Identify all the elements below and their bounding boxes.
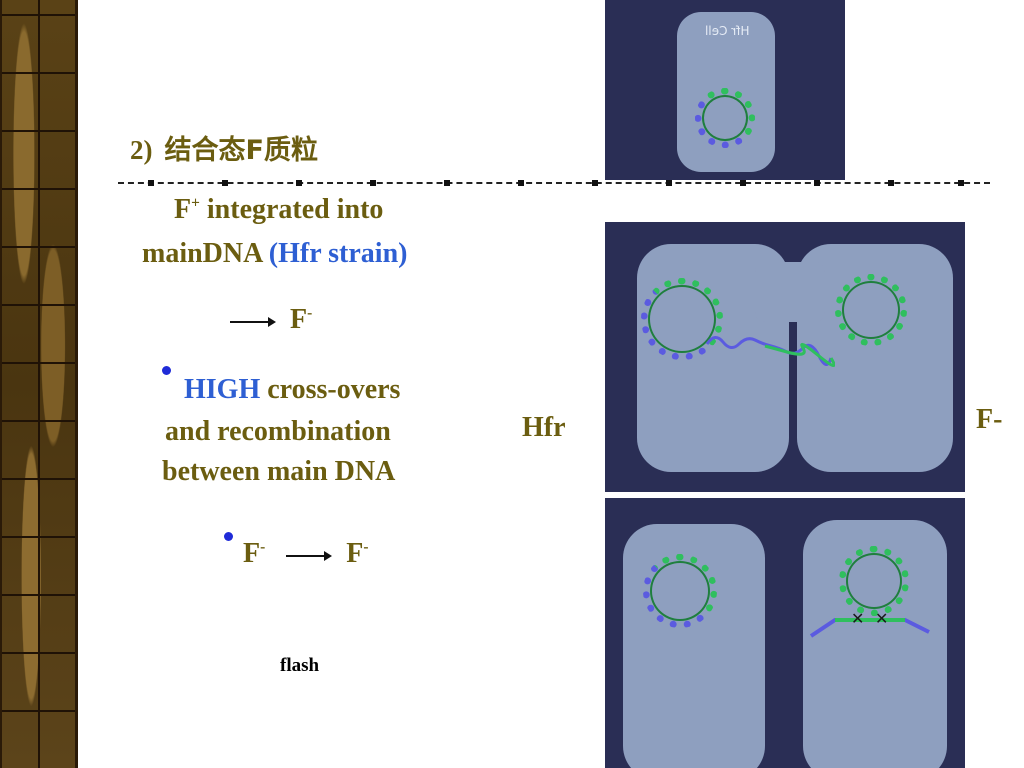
divider-dot <box>958 180 964 186</box>
bullet-icon <box>224 532 233 541</box>
right-arrow-icon <box>286 550 333 561</box>
divider-dot <box>814 180 820 186</box>
text-line-f-to-f: F- F- <box>243 538 369 570</box>
text-f-target-sup: - <box>307 304 313 322</box>
text-f-target: F <box>290 304 308 335</box>
chromosome-right-icon <box>839 546 909 616</box>
text-f-right: F <box>346 538 364 569</box>
panel-conjugation <box>605 222 965 492</box>
divider-dot <box>666 180 672 186</box>
label-f-minus: F- <box>976 404 1003 435</box>
flash-link[interactable]: flash <box>280 655 320 676</box>
divider-dot <box>592 180 598 186</box>
svg-text:✕: ✕ <box>851 609 864 628</box>
transferred-dna-icon <box>705 336 835 367</box>
divider-dot <box>888 180 894 186</box>
text-f-sup: + <box>191 194 200 212</box>
title-number: 2) <box>130 135 153 165</box>
text-maindna: mainDNA <box>142 238 269 269</box>
text-f: F <box>174 194 192 225</box>
donor-chromosome-icon <box>641 278 723 360</box>
text-between-main-dna: between main DNA <box>162 456 396 487</box>
text-line-high: HIGH cross-overs <box>184 374 400 406</box>
chromosome-left-icon <box>643 554 717 628</box>
slide-title: 2) 结合态F质粒 <box>130 128 318 167</box>
text-line-integrated: F+ integrated into <box>174 194 383 226</box>
divider-dot <box>518 180 524 186</box>
divider-dot <box>222 180 228 186</box>
divider-dot <box>444 180 450 186</box>
recipient-chromosome-icon <box>835 274 907 346</box>
conjugation-bridge <box>755 262 825 322</box>
panel-recombination: ✕ ✕ <box>605 498 965 768</box>
divider-dot <box>148 180 154 186</box>
label-hfr: Hfr <box>522 412 566 443</box>
text-f-left: F <box>243 538 261 569</box>
right-arrow-icon <box>230 316 276 327</box>
crossover-dna-icon: ✕ ✕ <box>809 609 930 638</box>
title-text: 结合态F质粒 <box>164 135 318 166</box>
divider-dot <box>740 180 746 186</box>
text-line-arrow-f: F- <box>230 304 312 336</box>
text-cross-overs: cross-overs <box>260 374 401 405</box>
bullet-icon <box>162 366 171 375</box>
text-f-left-sup: - <box>260 538 266 556</box>
divider-dot <box>370 180 376 186</box>
panel-hfr-cell: Hfr Cell <box>605 0 845 180</box>
hfr-cell-caption: Hfr Cell <box>705 24 750 38</box>
text-line-maindna: mainDNA (Hfr strain) <box>142 238 407 270</box>
text-line-main-dna: between main DNA <box>162 456 395 488</box>
decorative-border <box>0 0 78 768</box>
text-line-recombination: and recombination <box>165 416 391 448</box>
divider-dot <box>296 180 302 186</box>
dashed-divider <box>118 180 990 186</box>
text-high: HIGH <box>184 374 261 405</box>
text-hfr-strain: (Hfr strain) <box>268 238 408 269</box>
text-recombination: and recombination <box>165 416 391 447</box>
chromosome-ring-icon <box>695 88 755 148</box>
text-integrated-into: integrated into <box>199 194 384 225</box>
svg-text:✕: ✕ <box>875 609 888 628</box>
text-f-right-sup: - <box>363 538 369 556</box>
